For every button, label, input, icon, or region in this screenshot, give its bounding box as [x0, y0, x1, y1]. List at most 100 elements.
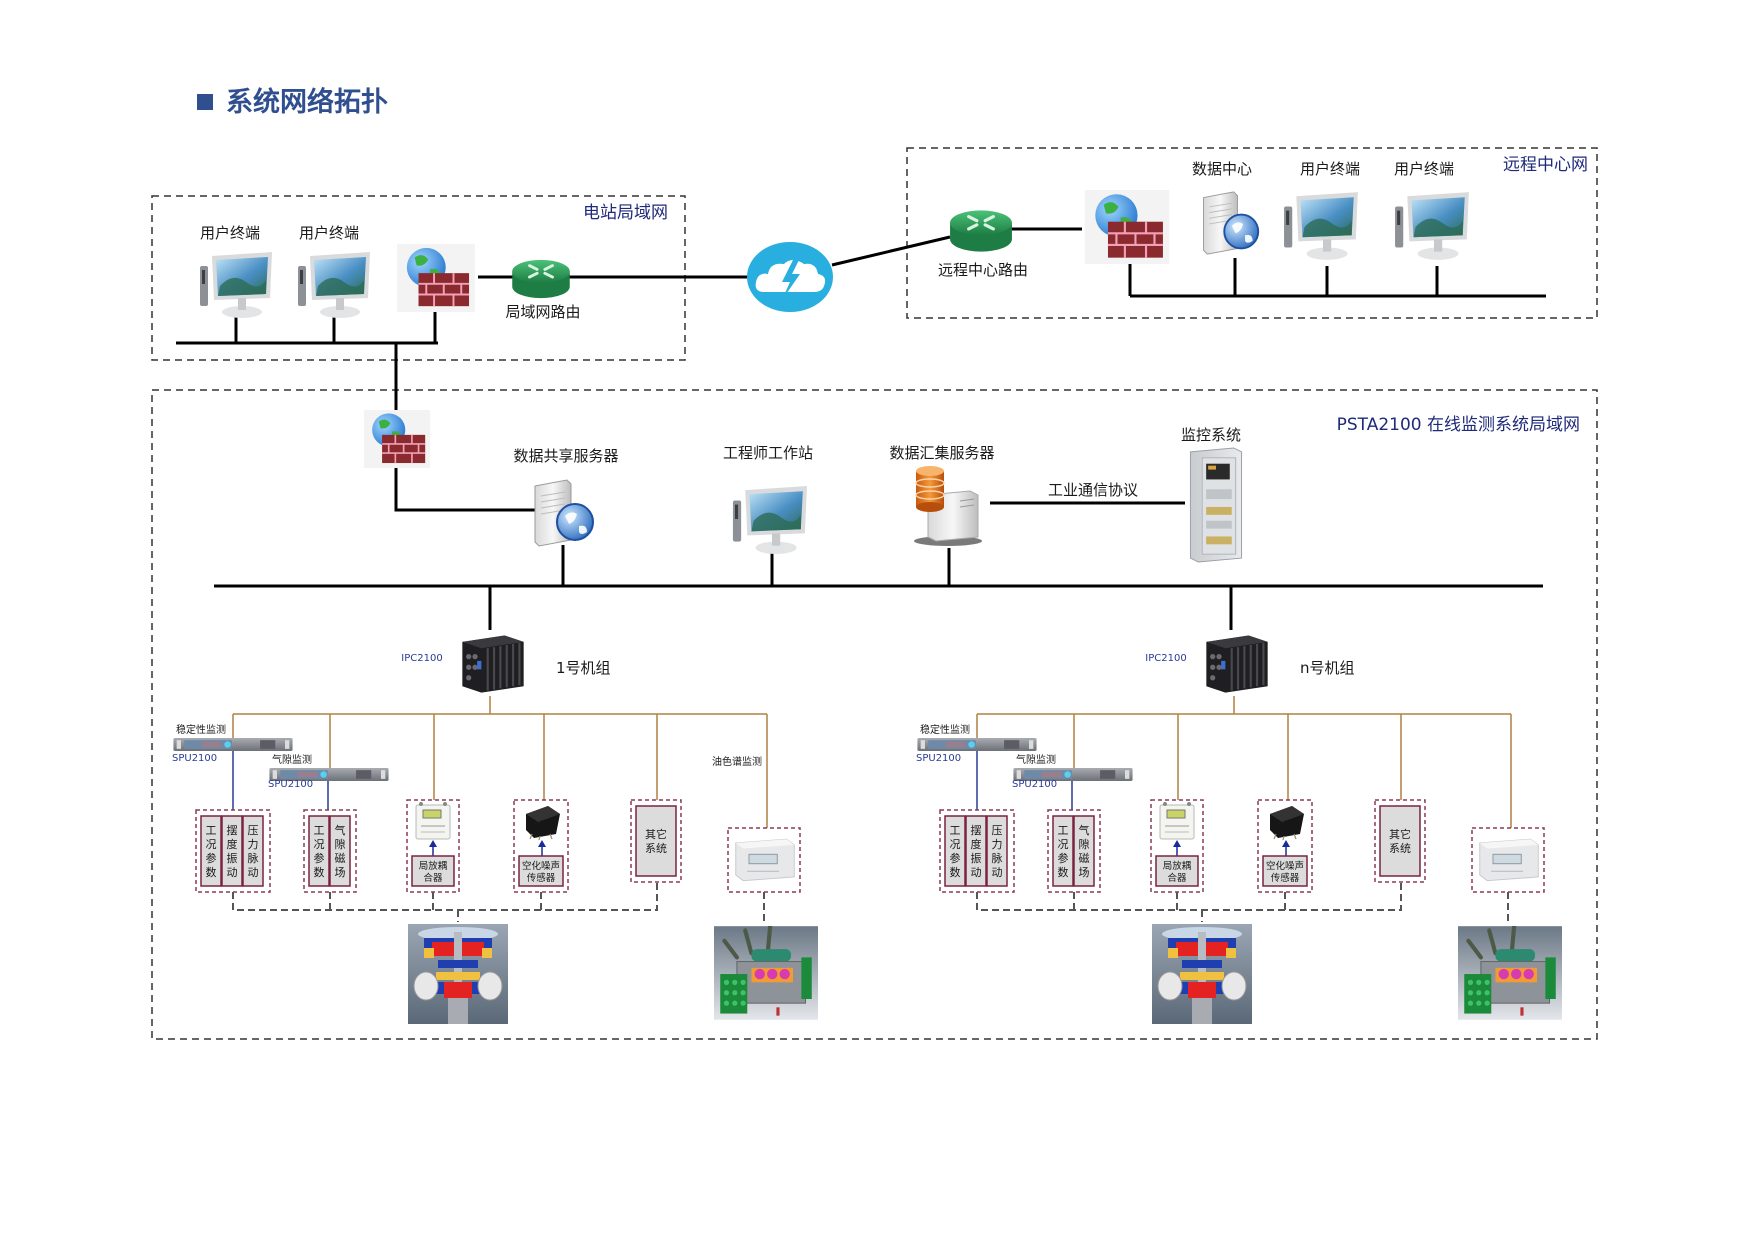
pd-sensor-box	[411, 855, 455, 887]
pd-sensor-label: 局放耦	[1163, 860, 1192, 872]
remote-terminal-1-label: 用户终端	[1300, 160, 1360, 178]
sensor-column-char: 磁	[1079, 852, 1090, 865]
database-server-icon	[913, 465, 983, 546]
sensor-column-char: 动	[992, 866, 1003, 879]
other-system-label: 系统	[645, 842, 667, 855]
spu-device-icon	[173, 738, 293, 751]
zone-remote-center	[906, 147, 1598, 319]
ipc-device-icon	[1205, 634, 1269, 694]
sensor-column	[1073, 815, 1095, 887]
ipc-device-icon	[461, 634, 525, 694]
sensor-column-char: 隙	[335, 837, 346, 851]
remote-terminal-2-label: 用户终端	[1394, 160, 1454, 178]
noise-sensor-label: 空化噪声	[522, 860, 560, 872]
spu-link	[232, 751, 329, 810]
remote-bus	[1128, 258, 1546, 298]
hydro-turbine-icon	[408, 923, 508, 1025]
sensor-column-char: 隙	[1079, 837, 1090, 851]
spu-airgap-label: 气隙监测	[272, 753, 312, 766]
pd-sensor-box	[1155, 855, 1199, 887]
spu-device-icon	[917, 738, 1037, 751]
spu-model-label: SPU2100	[916, 753, 961, 764]
sensor-column-char: 况	[1058, 838, 1069, 851]
oil-monitor-label: 油色谱监测	[712, 755, 762, 768]
spu-stability-label: 稳定性监测	[920, 723, 970, 736]
other-system-label: 其它	[645, 827, 667, 841]
airgap-sensor-group	[1047, 809, 1101, 893]
spu-model-label: SPU2100	[1012, 779, 1057, 790]
sensor-column	[329, 815, 351, 887]
sensor-column-char: 数	[1058, 866, 1069, 879]
sensor-column-char: 磁	[335, 852, 346, 865]
sensor-column-char: 参	[314, 851, 325, 865]
desktop-pc-icon	[1395, 192, 1469, 260]
noise-sensor-group	[1257, 799, 1313, 893]
other-system-box	[1379, 805, 1421, 877]
noise-sensor-label: 传感器	[527, 872, 556, 884]
square-bullet-icon	[197, 94, 213, 110]
field-bus	[976, 696, 1512, 828]
zone-label-plant-lan: 电站局域网	[583, 203, 668, 223]
sensor-column-char: 压	[992, 824, 1003, 837]
spu-model-label: SPU2100	[172, 753, 217, 764]
sensor-column-char: 度	[227, 837, 238, 851]
sensor-column-char: 脉	[992, 851, 1003, 865]
noise-sensor-group	[513, 799, 569, 893]
sensor-column-char: 况	[314, 838, 325, 851]
router-icon	[510, 258, 572, 300]
sensor-column-char: 场	[1079, 865, 1090, 879]
transformer-icon	[714, 926, 818, 1020]
desktop-pc-icon	[298, 252, 370, 318]
hydro-turbine-icon	[1152, 923, 1252, 1025]
noise-sensor-box	[518, 855, 564, 887]
cabinet-icon	[1189, 447, 1243, 563]
spu-model-label: SPU2100	[268, 779, 313, 790]
sensor-column	[242, 815, 264, 887]
noise-sensor-box	[1262, 855, 1308, 887]
sensor-column	[965, 815, 987, 887]
pd-coupler-icon	[1159, 802, 1195, 840]
arrow-up-icon	[1173, 840, 1181, 847]
sensor-column-char: 气	[1079, 823, 1090, 837]
sensor-column-char: 摆	[971, 823, 982, 837]
sensor-column-char: 工	[314, 824, 325, 837]
other-system-box	[635, 805, 677, 877]
desktop-pc-icon	[200, 252, 272, 318]
field-bus	[232, 696, 768, 828]
internet-cloud	[747, 242, 833, 312]
sensor-column-char: 动	[971, 866, 982, 879]
sensor-column	[1052, 815, 1074, 887]
arrow-up-icon	[538, 840, 546, 847]
sensor-column-char: 动	[227, 866, 238, 879]
sensor-column-char: 压	[248, 824, 259, 837]
sensor-column-char: 参	[206, 851, 217, 865]
protocol-label: 工业通信协议	[1048, 481, 1138, 499]
unit-name-label: n号机组	[1300, 659, 1355, 677]
share-server-label: 数据共享服务器	[513, 447, 618, 465]
router-icon	[948, 208, 1014, 254]
sensor-column	[200, 815, 222, 887]
other-system-group	[630, 799, 682, 883]
zone-label-monitoring-lan: PSTA2100 在线监测系统局域网	[1337, 415, 1580, 435]
sensor-column-char: 参	[950, 851, 961, 865]
sensor-column	[221, 815, 243, 887]
scada-label: 监控系统	[1181, 426, 1241, 444]
server-globe-icon	[1202, 190, 1260, 256]
spu-link	[976, 751, 1073, 810]
sensor-column-char: 力	[992, 838, 1003, 851]
sensor-column-char: 脉	[248, 851, 259, 865]
sensor-column-char: 振	[227, 851, 238, 865]
sensor-column-char: 振	[971, 851, 982, 865]
firewall-icon	[396, 244, 476, 312]
sensor-column-char: 动	[248, 866, 259, 879]
spu-stability-label: 稳定性监测	[176, 723, 226, 736]
firewall-icon	[1083, 190, 1171, 264]
equipment-links	[232, 882, 765, 925]
desktop-pc-icon	[1284, 192, 1358, 260]
sensor-column-char: 参	[1058, 851, 1069, 865]
sensor-column-char: 况	[950, 838, 961, 851]
